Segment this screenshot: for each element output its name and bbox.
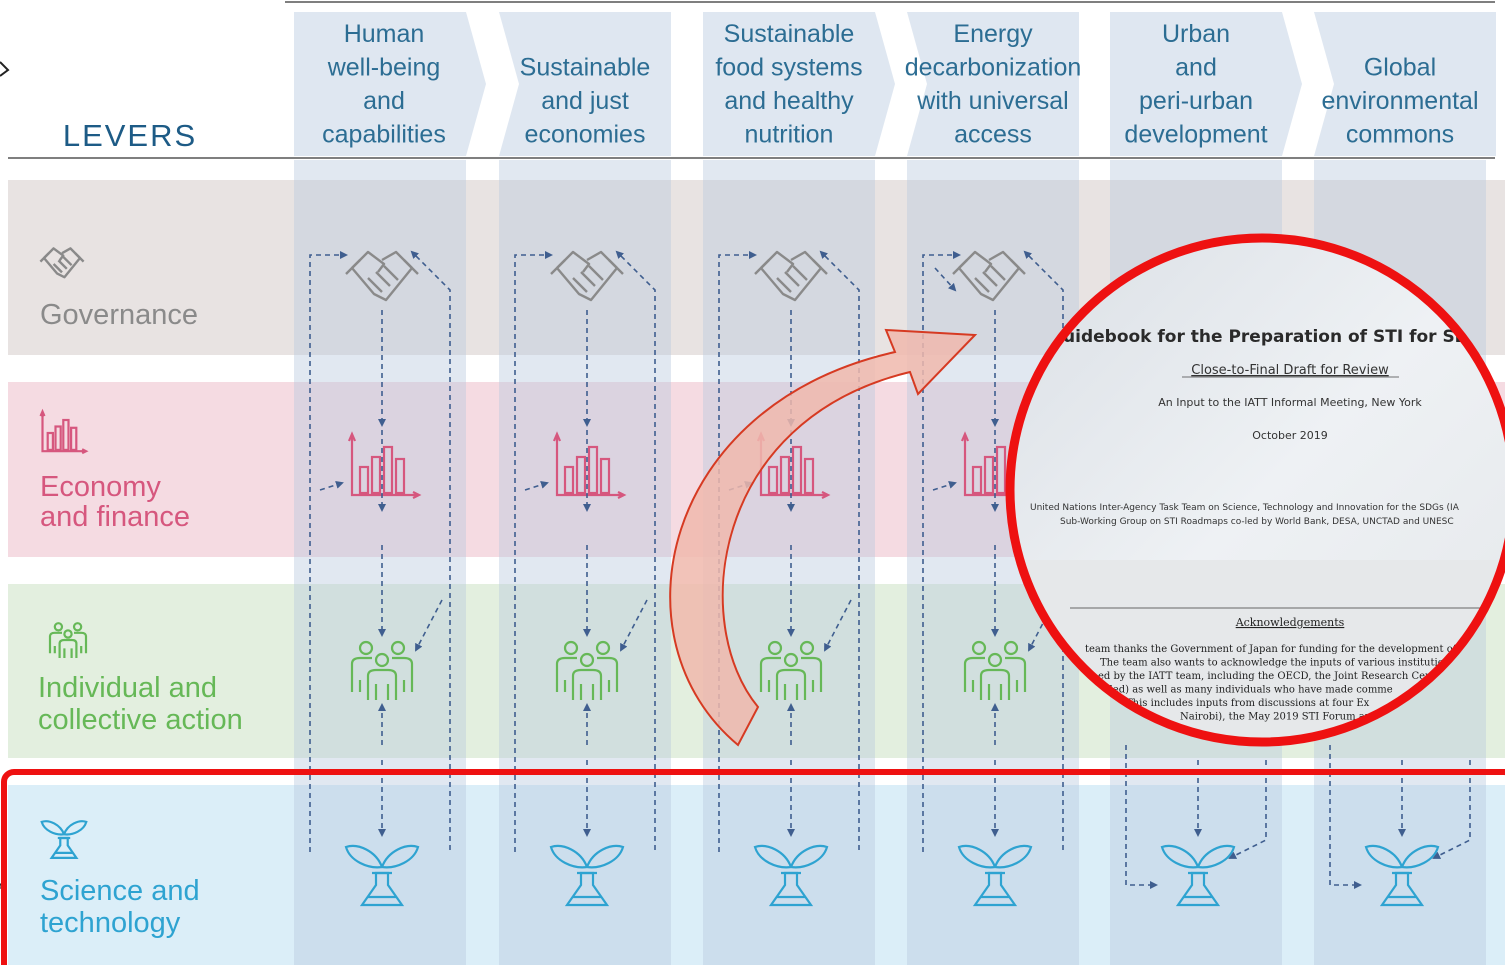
column-header-shape [1110,12,1302,156]
column-header-line: peri-urban [1139,87,1253,115]
people-group-icon [759,640,823,700]
lever-label-science: technology [40,907,181,939]
plant-flask-icon [549,844,625,907]
lever-label-economy: and finance [40,501,190,533]
column-header-shape [1314,12,1496,156]
document-ack-line: The team also wants to acknowledge the i… [1100,658,1465,669]
column-header-line: economies [525,121,646,149]
connector-arrow [524,481,549,491]
column-header-line: and [1175,54,1217,82]
bar-chart-icon [552,431,627,499]
column-header-line: Energy [953,20,1033,48]
connector-arrow [1125,745,1158,889]
people-group-icon [350,640,414,700]
column-header-line: well-being [327,54,441,82]
lever-icons [39,247,1440,907]
handshake-icon [550,250,624,302]
column-body [703,160,875,965]
connector-arrow [824,599,852,652]
connector-arrow [934,267,957,292]
handshake-icon [345,250,419,302]
column-header-line: Global [1364,54,1436,82]
column-header-line: with universal [916,87,1068,115]
connector-arrow [1023,250,1064,850]
document-ack-line: Nairobi), the May 2019 STI Forum and [1180,712,1378,723]
connector-arrow [1329,745,1362,889]
plant-flask-icon [1364,844,1440,907]
column-header-line: Urban [1162,20,1230,48]
document-team-line-1: United Nations Inter-Agency Task Team on… [1030,503,1460,513]
bar-chart-icon [347,431,422,499]
people-group-icon [555,640,619,700]
document-team-line-2: Sub-Working Group on STI Roadmaps co-led… [1060,517,1454,527]
connector-arrow [615,250,656,850]
column-header-line: development [1124,121,1267,149]
bar-chart-icon [39,408,89,455]
connector-arrow [922,251,961,852]
column-header-shape [499,12,671,156]
people-group-icon [963,640,1027,700]
band-science [8,785,1505,965]
document-subtitle: Close-to-Final Draft for Review [1191,363,1389,378]
connector-arrow [819,250,860,850]
handshake-icon [754,250,828,302]
column-header-line: and healthy [724,87,854,115]
column-header-line: and just [541,87,629,115]
column-header-line: Sustainable [520,54,651,82]
column-header-shape [294,12,486,156]
plant-flask-icon [957,844,1033,907]
column-header-shape [703,12,895,156]
people-group-icon [48,622,88,659]
callout-curved-arrow [669,328,978,747]
column-energy: Energy decarbonization with universal acces… [905,12,1082,965]
document-ack-line: ed by the IATT team, including the OECD,… [1098,671,1435,682]
column-header-line: Sustainable [724,20,855,48]
plant-flask-icon [753,844,829,907]
column-header-line: environmental [1321,87,1478,115]
document-date: October 2019 [1252,429,1328,442]
column-header-line: Human [344,20,425,48]
column-header-line: commons [1346,121,1454,149]
science-highlight-box [1,769,1505,965]
document-ack-line: team thanks the Government of Japan for … [1085,644,1473,655]
column-header-line: food systems [715,54,862,82]
document-title: A Guidebook for the Preparation of STI f… [1030,327,1505,347]
lever-label-individual: Individual and [38,672,217,704]
connector-arrow [932,481,957,491]
plant-flask-icon [40,820,88,859]
column-body [294,160,466,965]
lever-label-science: Science and [40,875,200,907]
lever-label-economy: Economy [40,471,161,503]
connector-arrow [620,599,648,652]
column-header-line: access [954,121,1032,149]
lever-label-governance: Governance [40,299,198,331]
connector-arrow [319,481,344,491]
connector-arrow [410,250,451,850]
plant-flask-icon [344,844,420,907]
column-body [499,160,671,965]
connector-arrow [309,251,348,852]
document-ack-line: This includes inputs from discussions at… [1126,698,1370,709]
connector-arrow [415,599,443,652]
document-magnifier: A Guidebook for the Preparation of STI f… [1005,233,1505,747]
edge-fragment-arrow [0,61,10,77]
column-header-line: nutrition [745,121,834,149]
lever-label-individual: collective action [38,704,243,736]
column-header-line: capabilities [322,121,446,149]
column-header-line: and [363,87,405,115]
handshake-icon [39,247,85,279]
plant-flask-icon [1160,844,1236,907]
column-header-line: decarbonization [905,54,1082,82]
column-header-shape [907,12,1079,156]
document-ack-lines: team thanks the Government of Japan for … [1085,644,1473,723]
column-food: Sustainable food systems and healthy nutrit… [703,12,895,965]
document-ack-heading: Acknowledgements [1235,616,1345,629]
document-input-line: An Input to the IATT Informal Meeting, N… [1158,396,1422,409]
connector-arrow [514,251,553,852]
handshake-icon [952,250,1026,302]
document-ack-line: dded) as well as many individuals who ha… [1100,685,1393,696]
levers-heading: LEVERS [63,118,197,153]
